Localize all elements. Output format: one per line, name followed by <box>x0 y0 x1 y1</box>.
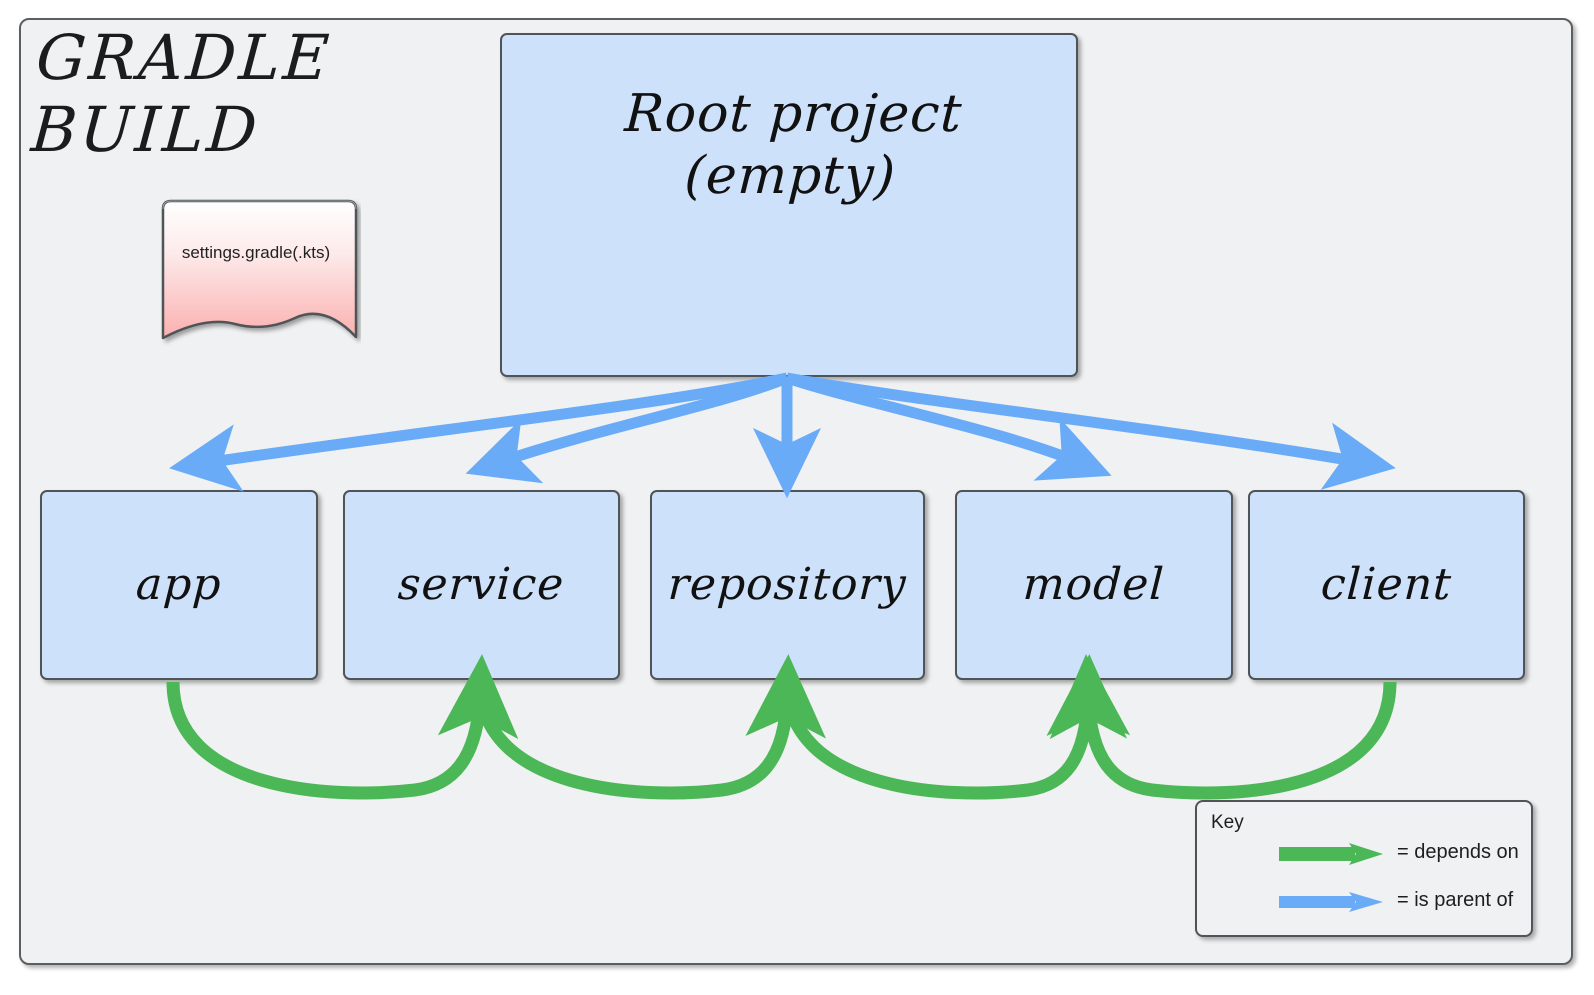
root-project-box[interactable]: Root project (empty) <box>500 33 1078 377</box>
root-project-label: Root project (empty) <box>623 84 965 206</box>
module-box-app[interactable]: app <box>40 490 318 680</box>
module-box-service[interactable]: service <box>343 490 620 680</box>
module-box-repository[interactable]: repository <box>650 490 925 680</box>
module-label-repository: repository <box>666 559 909 610</box>
module-label-service: service <box>397 559 566 610</box>
green-arrow-icon <box>1279 843 1383 865</box>
blue-arrow-icon <box>1279 892 1383 912</box>
note-shape-icon <box>161 199 358 340</box>
module-box-client[interactable]: client <box>1248 490 1525 680</box>
module-box-model[interactable]: model <box>955 490 1233 680</box>
module-label-model: model <box>1021 559 1167 610</box>
module-label-app: app <box>134 559 224 610</box>
diagram-title: GRADLE BUILD <box>28 21 335 166</box>
key-title: Key <box>1211 812 1244 833</box>
key-label-is-parent-of: = is parent of <box>1397 889 1514 911</box>
settings-gradle-note: settings.gradle(.kts) <box>155 199 358 341</box>
module-label-client: client <box>1319 559 1454 610</box>
key-legend: Key = depends on = is parent of <box>1195 800 1533 937</box>
key-label-depends-on: = depends on <box>1397 841 1519 863</box>
